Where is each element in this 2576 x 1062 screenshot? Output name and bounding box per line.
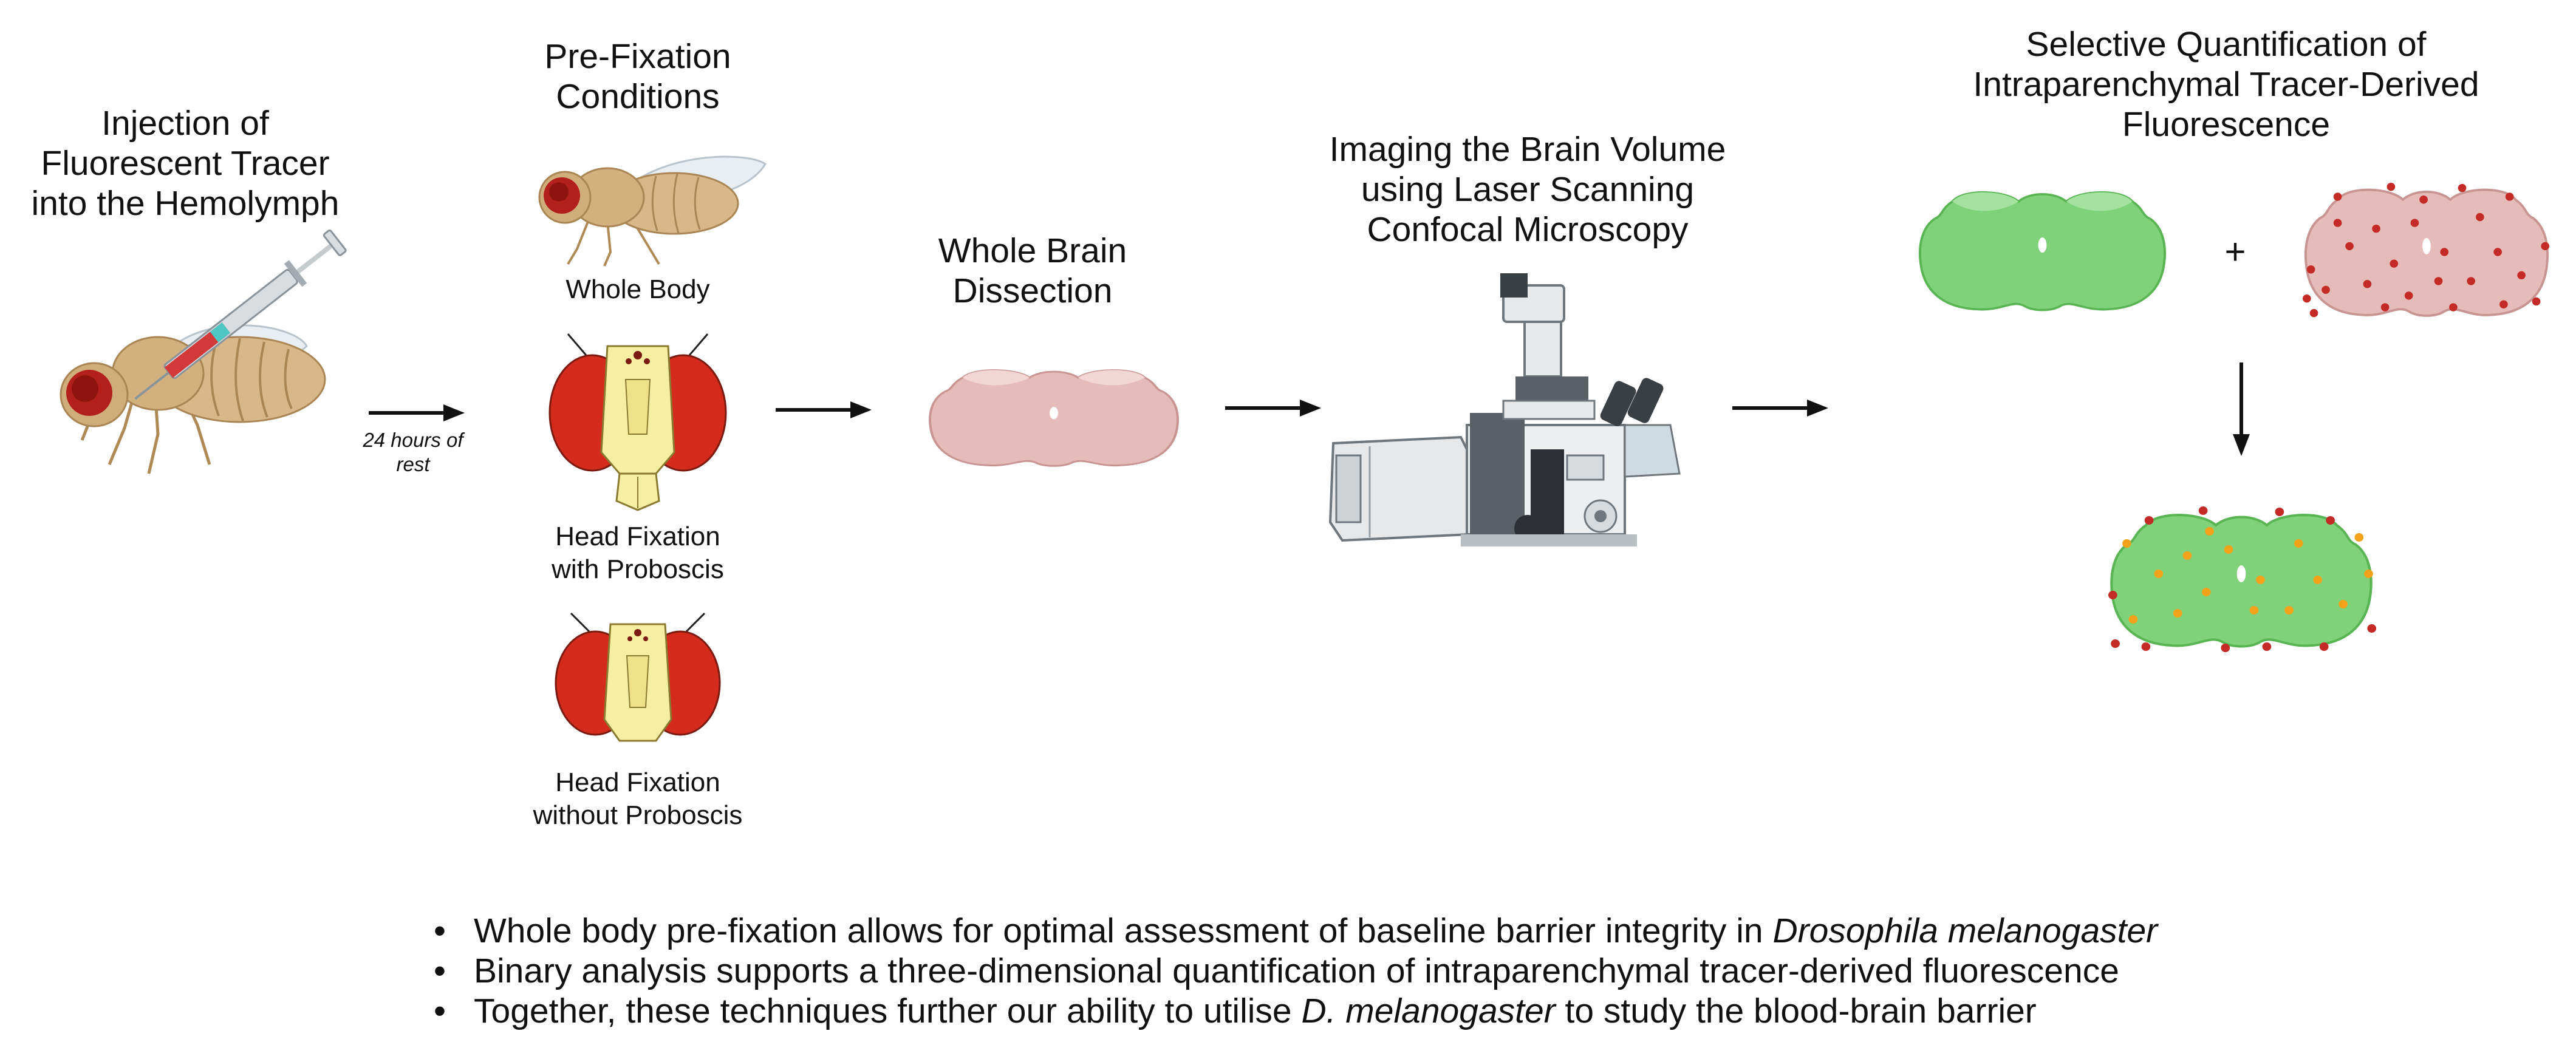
bullet-item: Whole body pre-fixation allows for optim… bbox=[425, 911, 2490, 951]
fly-head-no-proboscis-icon bbox=[555, 612, 721, 742]
fly-whole-body-icon bbox=[538, 155, 767, 267]
bullet-item: Together, these techniques further our a… bbox=[425, 991, 2490, 1031]
brain-icon bbox=[926, 364, 1181, 471]
summary-bullets: Whole body pre-fixation allows for optim… bbox=[425, 911, 2490, 1031]
imaging-title: Imaging the Brain Volume using Laser Sca… bbox=[1329, 130, 1726, 249]
brain-merged-icon bbox=[2108, 506, 2377, 652]
brain-red-dots-icon bbox=[2302, 182, 2550, 318]
fly-syringe-icon bbox=[60, 229, 347, 474]
fly-head-proboscis-icon bbox=[548, 333, 727, 511]
prefixation-title: Pre-Fixation Conditions bbox=[544, 37, 731, 116]
injection-title: Injection of Fluorescent Tracer into the… bbox=[31, 104, 340, 223]
plus-sign: + bbox=[2224, 231, 2246, 272]
arrow-icon bbox=[776, 401, 872, 418]
condition-label-without-proboscis: Head Fixation without Proboscis bbox=[533, 768, 743, 830]
confocal-microscope-icon bbox=[1328, 273, 1681, 546]
bullet-item: Binary analysis supports a three-dimensi… bbox=[425, 951, 2490, 991]
arrow-icon bbox=[2233, 363, 2250, 456]
rest-note: 24 hours of rest bbox=[363, 429, 463, 475]
quantification-title: Selective Quantification of Intraparench… bbox=[1973, 25, 2479, 144]
arrow-icon bbox=[1225, 400, 1321, 417]
condition-label-whole-body: Whole Body bbox=[565, 274, 710, 304]
arrow-icon bbox=[1732, 400, 1828, 417]
condition-label-with-proboscis: Head Fixation with Proboscis bbox=[552, 522, 724, 584]
brain-green-icon bbox=[1916, 185, 2168, 316]
arrow-icon bbox=[369, 404, 465, 421]
dissection-title: Whole Brain Dissection bbox=[938, 231, 1127, 310]
